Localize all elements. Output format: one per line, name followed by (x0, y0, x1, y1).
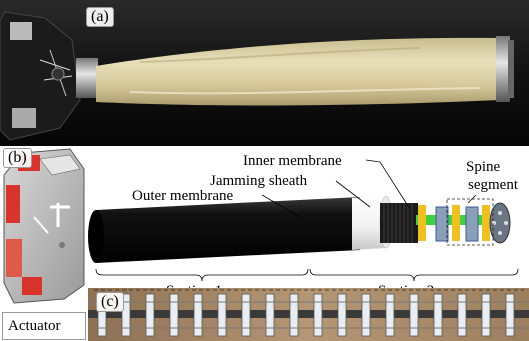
actuator-illustration (4, 149, 84, 303)
panel-c-illustration (88, 288, 529, 341)
panel-c-tag: (c) (96, 292, 124, 312)
label-inner-membrane: Inner membrane (243, 153, 342, 169)
label-outer-membrane: Outer membrane (132, 188, 233, 204)
panel-a-illustration (0, 0, 529, 146)
label-spine-line1: Spine (466, 159, 500, 175)
panel-b-tag: (b) (3, 148, 32, 168)
label-jamming-sheath: Jamming sheath (210, 173, 307, 189)
panel-c-photo: (c) (88, 288, 529, 341)
panel-a-tag: (a) (86, 7, 114, 27)
spine-illustration (416, 199, 510, 245)
label-spine-line2: segment (468, 177, 518, 193)
actuator-label-box (2, 312, 86, 340)
panel-a-photo: (a) (0, 0, 529, 146)
